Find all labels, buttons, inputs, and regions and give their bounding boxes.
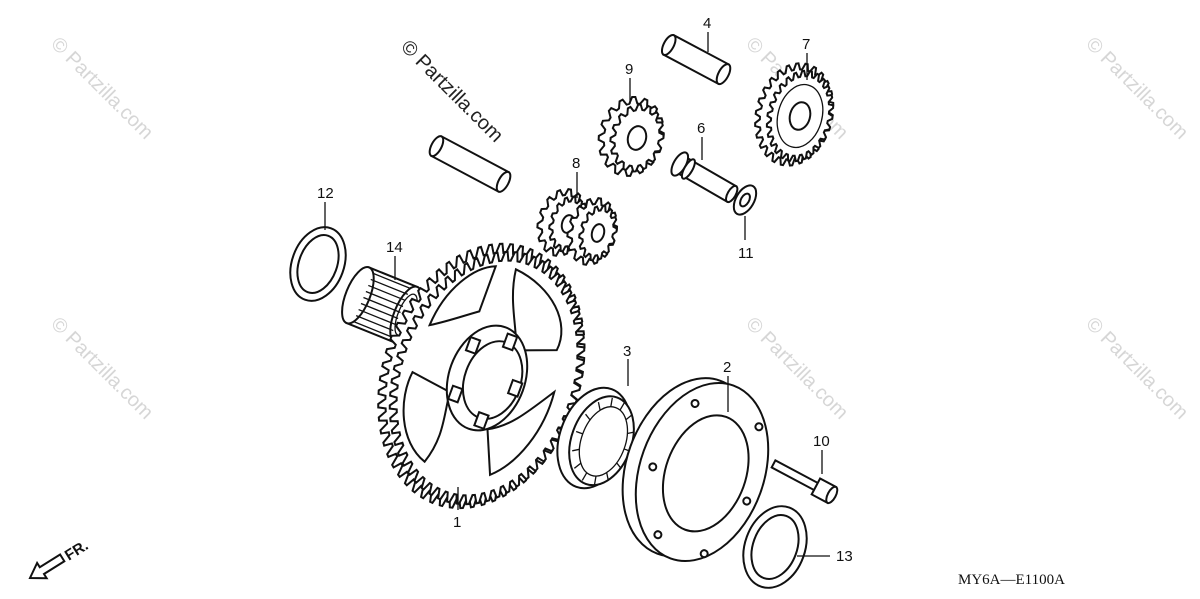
callout-labels: 4 7 9 6 8 11 12 14 3 2 10 13 1 [317,15,853,565]
part-6-shaft[interactable] [668,150,742,208]
callout-13: 13 [836,548,853,565]
callout-9: 9 [625,61,633,78]
part-pin-left[interactable] [427,134,513,194]
callout-6: 6 [697,120,705,137]
front-direction-indicator: FR. [28,537,92,580]
callout-12: 12 [317,185,334,202]
part-1-large-gear[interactable] [343,215,620,538]
part-10-bolt[interactable] [769,456,839,505]
watermark-text-dark: © Partzilla.com [396,36,507,147]
watermark-text: © Partzilla.com [46,313,157,424]
callout-8: 8 [572,155,580,172]
part-12-washer[interactable] [281,219,356,308]
callout-4: 4 [703,15,711,32]
watermark-text: © Partzilla.com [46,33,157,144]
arrow-left-icon [28,553,66,580]
part-2-clutch-outer[interactable] [599,360,792,580]
part-8-gear[interactable] [530,183,624,270]
callout-14: 14 [386,239,403,256]
part-9-gear[interactable] [590,90,672,183]
part-3-clutch[interactable] [544,378,648,501]
diagram-code: MY6A—E1100A [958,572,1065,588]
callout-1: 1 [453,514,461,531]
part-11-washer[interactable] [729,182,761,219]
watermarks: © Partzilla.com © Partzilla.com © Partzi… [46,33,1192,424]
direction-label: FR. [62,537,92,564]
leader-lines [324,32,830,557]
callout-11: 11 [738,245,754,262]
part-7-gear[interactable] [744,54,844,174]
part-4-pin[interactable] [659,33,733,86]
callout-2: 2 [723,359,731,376]
watermark-text: © Partzilla.com [1081,313,1192,424]
part-13-washer[interactable] [732,497,817,596]
callout-7: 7 [802,36,810,53]
callout-10: 10 [813,433,830,450]
watermark-text: © Partzilla.com [1081,33,1192,144]
callout-3: 3 [623,343,631,360]
